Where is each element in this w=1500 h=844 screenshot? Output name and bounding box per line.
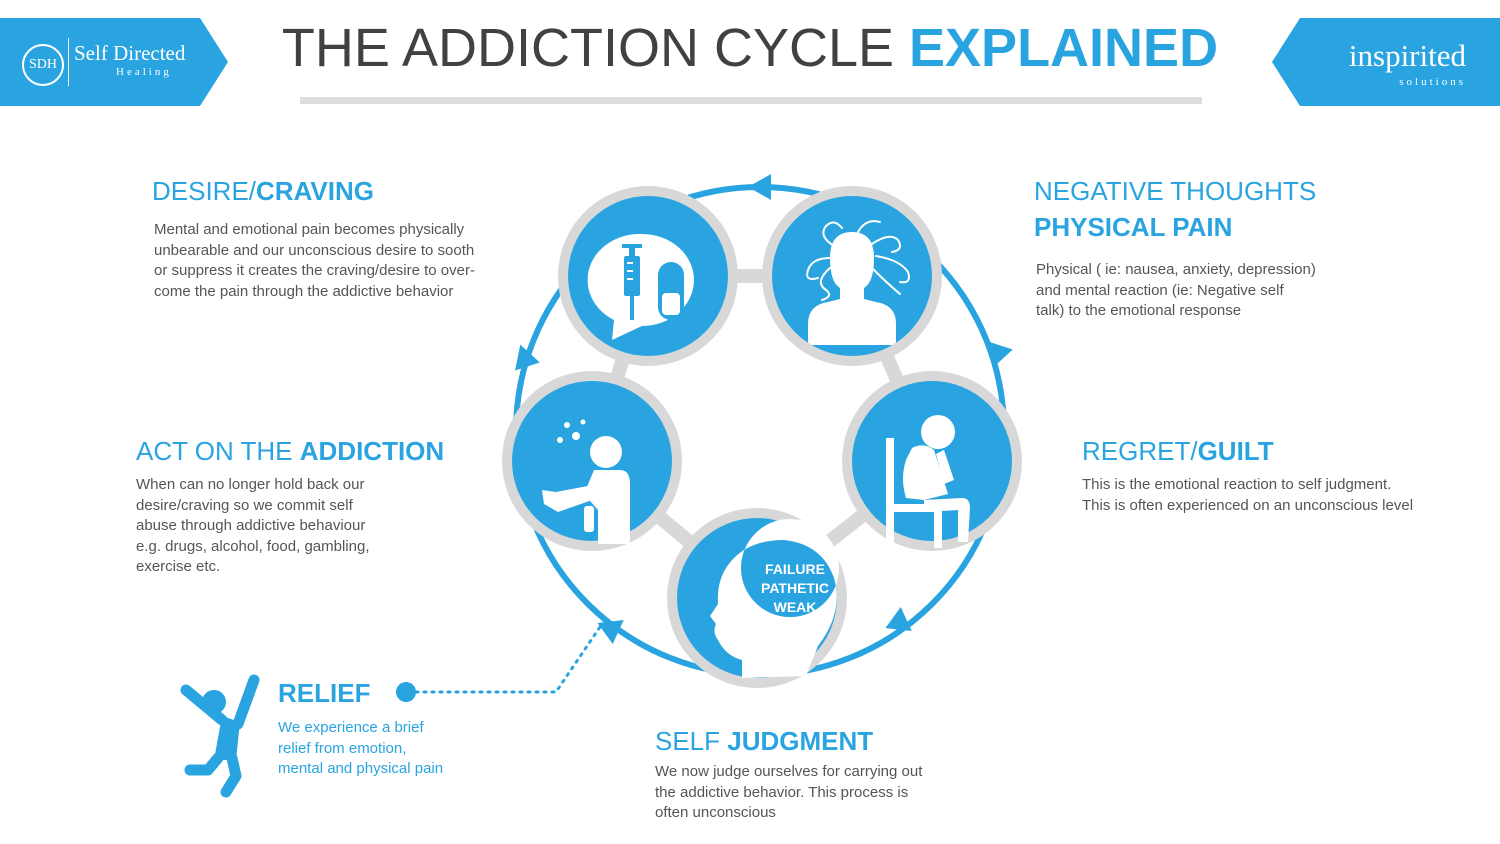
desire-craving-heading: DESIRE/CRAVING	[152, 174, 374, 208]
judgment-title-bold: JUDGMENT	[727, 726, 874, 756]
act-line-3: abuse through addictive behaviour	[136, 517, 366, 534]
brain-word-weak: WEAK	[773, 599, 817, 615]
inspirited-logo-name: inspirited	[1348, 38, 1466, 73]
act-title-bold: ADDICTION	[299, 436, 445, 466]
relief-heading: RELIEF	[278, 678, 371, 708]
arrow-bottom-right	[885, 607, 912, 632]
act-line-5: exercise etc.	[136, 558, 221, 575]
negative-line-2: and mental reaction (ie: Negative self	[1036, 281, 1284, 299]
act-line-2: desire/craving so we commit self	[136, 496, 353, 514]
person-drinking-icon	[542, 419, 630, 544]
desire-craving-description: Mental and emotional pain becomes physic…	[154, 220, 475, 302]
regret-title-bold: GUILT	[1197, 436, 1274, 466]
arrow-bottom-left	[597, 619, 624, 644]
title-underline	[300, 97, 1202, 104]
troubled-head-icon	[806, 220, 910, 345]
judgment-line-2: the addictive behavior. This process is	[655, 783, 909, 801]
negative-thoughts-heading: NEGATIVE THOUGHTS	[1034, 176, 1317, 206]
sdh-logo-name: Self Directed	[74, 41, 186, 65]
head-profile-icon	[710, 518, 840, 678]
jumping-person-icon	[180, 674, 260, 798]
node-desire-craving	[558, 186, 738, 366]
negative-line-1: Physical ( ie: nausea, anxiety, depressi…	[1036, 261, 1316, 278]
desire-line-1: Mental and emotional pain becomes physic…	[154, 221, 465, 238]
desire-title-bold: CRAVING	[256, 176, 374, 206]
logo-divider	[68, 38, 69, 86]
act-line-4: e.g. drugs, alcohol, food, gambling,	[136, 537, 370, 555]
person-sitting-head-in-hand-icon	[886, 415, 970, 548]
relief-connector-dot	[396, 682, 416, 702]
page-title: THE ADDICTION CYCLE EXPLAINED	[250, 14, 1250, 82]
sdh-logo-tagline: Healing	[116, 66, 172, 78]
syringe-pill-icon	[587, 233, 694, 340]
act-title-plain: ACT ON THE	[136, 436, 300, 466]
title-accent: EXPLAINED	[909, 18, 1219, 78]
relief-description: We experience a brief relief from emotio…	[278, 718, 443, 780]
negative-line-3: talk) to the emotional response	[1036, 302, 1242, 319]
relief-line-3: mental and physical pain	[278, 760, 444, 777]
brain-words: FAILURE PATHETIC WEAK	[730, 560, 860, 617]
relief-line-1: We experience a brief	[278, 719, 424, 736]
physical-pain-heading: PHYSICAL PAIN	[1034, 212, 1233, 242]
regret-guilt-heading: REGRET/GUILT	[1082, 434, 1274, 468]
arrow-right	[988, 341, 1013, 368]
act-on-addiction-heading: ACT ON THE ADDICTION	[136, 434, 444, 468]
brain-word-pathetic: PATHETIC	[761, 580, 829, 596]
desire-line-3: or suppress it creates the craving/desir…	[154, 262, 475, 279]
inspirited-solutions-logo: inspirited solutions	[1272, 18, 1500, 106]
desire-title-plain: DESIRE/	[152, 176, 257, 206]
relief-line-2: relief from emotion,	[278, 739, 407, 757]
sdh-monogram: SDH	[22, 44, 64, 86]
self-judgment-description: We now judge ourselves for carrying out …	[655, 762, 922, 824]
title-main: THE ADDICTION CYCLE	[281, 18, 910, 78]
node-regret-guilt	[842, 371, 1022, 551]
regret-line-2: This is often experienced on an unconsci…	[1082, 496, 1414, 514]
brain-word-failure: FAILURE	[765, 561, 825, 577]
inspirited-logo-tagline: solutions	[1399, 76, 1466, 88]
negative-thoughts-description: Physical ( ie: nausea, anxiety, depressi…	[1036, 260, 1316, 322]
judgment-title-plain: SELF	[655, 726, 728, 756]
desire-line-2: unbearable and our unconscious desire to…	[154, 241, 475, 259]
self-directed-healing-logo: SDH Self Directed Healing	[0, 18, 228, 106]
desire-line-4: come the pain through the addictive beha…	[154, 282, 454, 300]
regret-line-1: This is the emotional reaction to self j…	[1082, 476, 1392, 493]
node-negative-thoughts	[762, 186, 942, 366]
relief-connector	[414, 622, 604, 694]
act-line-1: When can no longer hold back our	[136, 476, 365, 493]
regret-title-plain: REGRET/	[1082, 436, 1198, 466]
cycle-arrows	[515, 174, 1013, 644]
arrow-left	[515, 344, 540, 371]
self-judgment-heading: SELF JUDGMENT	[655, 724, 873, 758]
act-on-addiction-description: When can no longer hold back our desire/…	[136, 475, 369, 578]
judgment-line-3: often unconscious	[655, 804, 776, 821]
regret-guilt-description: This is the emotional reaction to self j…	[1082, 475, 1413, 516]
node-act-on-addiction	[502, 371, 682, 551]
arrow-top	[748, 174, 771, 200]
judgment-line-1: We now judge ourselves for carrying out	[655, 763, 923, 780]
node-self-judgment	[667, 508, 847, 688]
